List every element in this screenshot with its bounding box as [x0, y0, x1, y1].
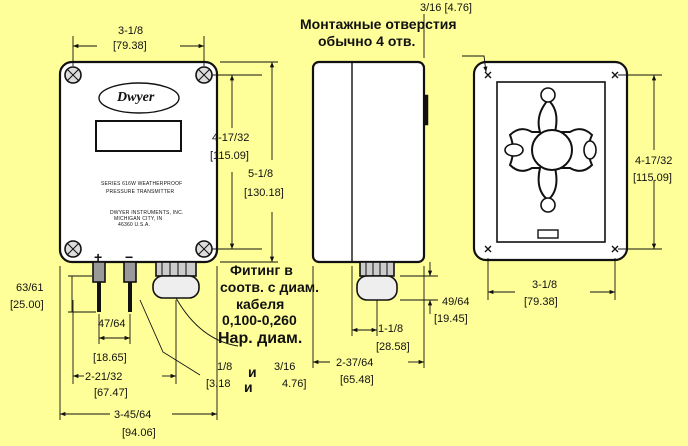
fitting-note-line-4: 0,100-0,260	[222, 312, 297, 328]
front-cable-gland-body	[152, 275, 200, 299]
dim-side-top: 3/16 [4.76]	[420, 2, 472, 14]
terminal-plus	[92, 261, 106, 283]
product-line: PRESSURE TRANSMITTER	[106, 189, 175, 195]
dim-side-right-frac: 49/64	[442, 296, 470, 308]
dim-diam-small-mm: [3.18	[206, 378, 231, 390]
terminal-minus-label: −	[125, 249, 134, 265]
dim-side-label-frac: 63/61	[16, 282, 44, 294]
mount-note-line-2: обычно 4 отв.	[318, 33, 416, 49]
maker-line-3: 46360 U.S.A.	[118, 222, 151, 228]
dim-overall-width-mm: [94.06]	[122, 427, 156, 439]
dim-diam-and-2: и	[244, 379, 253, 395]
dim-depth-frac: 2-37/64	[336, 357, 374, 369]
fitting-note-line-3: кабеля	[236, 296, 285, 312]
series-line: SERIES 616W WEATHERPROOF	[101, 181, 183, 187]
dim-back-width-mm: [79.38]	[524, 296, 558, 308]
front-enclosure	[58, 60, 219, 264]
terminal-plus-label: +	[94, 249, 103, 265]
dim-back-height-mm: [115.09]	[633, 172, 672, 184]
side-cable-gland-body	[356, 275, 398, 301]
fitting-note-line-2: соотв. с диам.	[220, 279, 319, 295]
dim-terminal-mm: [18.65]	[93, 352, 127, 364]
dim-back-width-frac: 3-1/8	[532, 279, 558, 291]
display-window	[95, 120, 182, 152]
dim-top-width-mm: [79.38]	[113, 40, 147, 52]
dim-back-height-frac: 4-17/32	[635, 155, 673, 167]
dim-fitting-frac: 1-1/8	[378, 323, 404, 335]
dim-height-total-mm: [130.18]	[244, 187, 284, 199]
dim-fitting-mm: [28.58]	[376, 341, 410, 353]
dim-height-holes-mm: [115.09]	[210, 150, 249, 162]
terminal-minus	[123, 261, 137, 283]
dim-top-width-frac: 3-1/8	[118, 25, 144, 37]
dim-height-total-frac: 5-1/8	[248, 168, 274, 180]
dim-side-right-mm: [19.45]	[434, 313, 468, 325]
dim-terminal-frac: 47/64	[98, 318, 126, 330]
fitting-note-line-5: Нар. диам.	[218, 330, 303, 347]
fitting-note-line-1: Фитинг в	[230, 262, 293, 278]
side-enclosure	[311, 60, 426, 264]
dim-mid-width-frac: 2-21/32	[85, 371, 123, 383]
maker-line-2: MICHIGAN CITY, IN	[114, 216, 163, 222]
brand-logo: Dwyer	[117, 90, 155, 105]
logo-oval	[98, 82, 180, 114]
dim-diam-and-1: и	[248, 364, 257, 380]
dim-diam-large-frac: 3/16	[274, 361, 296, 373]
dim-mid-width-mm: [67.47]	[94, 387, 128, 399]
dim-diam-large-mm: 4.76]	[282, 378, 307, 390]
dim-overall-width-frac: 3-45/64	[114, 409, 152, 421]
dim-height-holes-frac: 4-17/32	[212, 132, 250, 144]
maker-line-1: DWYER INSTRUMENTS, INC.	[110, 210, 184, 216]
dim-side-label-mm: [25.00]	[10, 299, 44, 311]
side-cable-gland-nut	[359, 261, 395, 277]
mount-note-line-1: Монтажные отверстия	[300, 16, 457, 32]
dim-diam-small-frac: 1/8	[217, 361, 233, 373]
dim-depth-mm: [65.48]	[340, 374, 374, 386]
